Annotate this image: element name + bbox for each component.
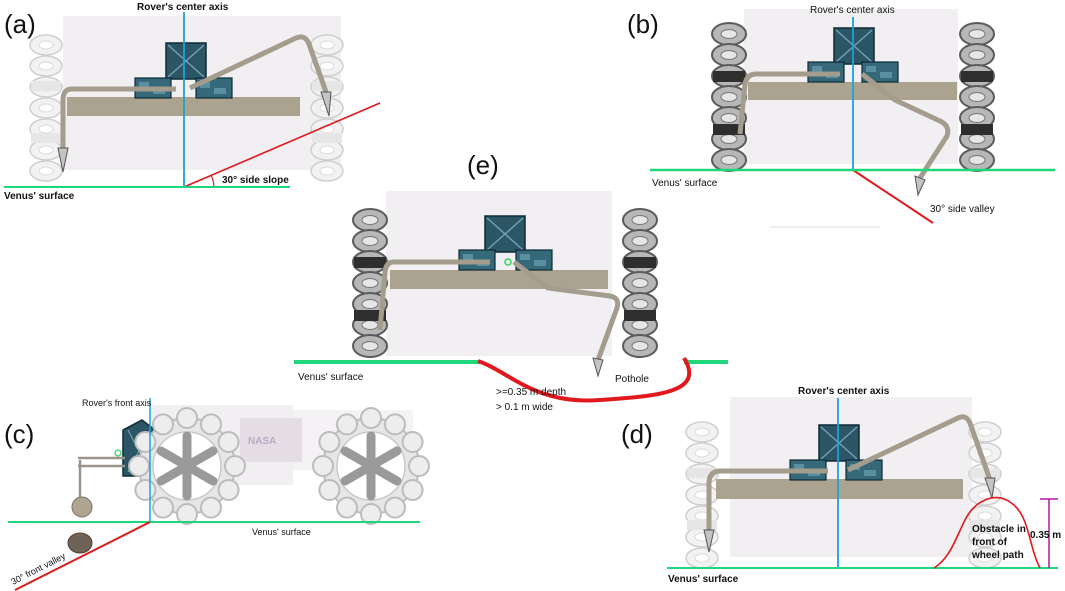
axis-label-b: Rover's center axis (810, 5, 895, 16)
panel-letter-a: (a) (4, 9, 36, 39)
valley-line-b (852, 169, 934, 224)
wheel-left-b (712, 23, 746, 171)
surface-label-c: Venus' surface (252, 527, 311, 537)
rover-deck-d (716, 479, 963, 499)
height-dimension-d (1040, 498, 1058, 568)
probe-ball-upper-c (71, 496, 93, 518)
pothole-outline-e (477, 356, 692, 403)
panel-c: NASA (c) Rover's front axis Venus' surfa… (4, 398, 429, 591)
arm-left-d (706, 468, 828, 530)
pothole-label-e: Pothole (615, 374, 649, 385)
panel-letter-e: (e) (467, 150, 499, 180)
surface-label-e: Venus' surface (298, 372, 364, 383)
panel-letter-c: (c) (4, 419, 34, 449)
panel-e: (e) Venus' surface Pothole >=0.35 m dept… (294, 150, 728, 413)
probe-ball-lower-c (67, 532, 93, 554)
axis-label-d: Rover's center axis (798, 386, 890, 397)
probe-arms-c (78, 456, 125, 500)
panel-d: (d) Rover's center axis Venus' surface O… (621, 386, 1061, 585)
arm-right-e (512, 260, 621, 361)
panel-b: (b) Rover's center axis Venus' surface 3… (627, 5, 1055, 228)
slope-label-a: 30° side slope (222, 175, 289, 186)
wheel-right-b (960, 23, 994, 171)
height-label-d: 0.35 m (1030, 530, 1061, 541)
depth-label-e: >=0.35 m depth (496, 387, 566, 398)
wheel-left-a (30, 35, 62, 181)
valley-line-c (14, 521, 151, 591)
electronics-box-e (484, 215, 526, 253)
probe-right-a (320, 91, 332, 117)
probe-right-e (592, 357, 604, 378)
obstacle-label-line2-d: front of (972, 537, 1008, 548)
arm-left-b (737, 71, 840, 135)
arm-right-d (846, 414, 993, 481)
axis-label-a: Rover's center axis (137, 2, 229, 13)
obstacle-label-line3-d: wheel path (971, 550, 1024, 561)
arm-right-a (188, 34, 329, 93)
axis-label-c: Rover's front axis (82, 398, 152, 408)
arm-left-e (377, 259, 490, 331)
panel-letter-b: (b) (627, 9, 659, 39)
panel-a: (a) Rover's center axis 30° side slope V… (4, 2, 381, 202)
obstacle-outline-d (933, 496, 1041, 569)
slope-angle-arc-a (210, 174, 215, 188)
wheel-right-e (623, 209, 657, 357)
obstacle-label-line1-d: Obstacle in (972, 524, 1026, 535)
probe-left-d (703, 529, 715, 553)
electronics-box-b (833, 27, 875, 65)
valley-label-b: 30° side valley (930, 204, 995, 215)
arm-right-b (860, 72, 951, 180)
panel-letter-d: (d) (621, 419, 653, 449)
slope-line-a (183, 102, 381, 188)
probe-right-d (984, 477, 996, 499)
svg-text:NASA: NASA (248, 436, 276, 447)
surface-label-a: Venus' surface (4, 191, 75, 202)
electronics-box-d (818, 424, 860, 462)
surface-label-d: Venus' surface (668, 574, 739, 585)
electronics-box-a (165, 42, 207, 80)
surface-label-b: Venus' surface (652, 178, 718, 189)
center-marker-e (504, 258, 512, 266)
rover-deck-e (390, 270, 608, 289)
wheel-left-d (686, 422, 718, 568)
probe-right-b (914, 175, 926, 197)
nasa-logo-c: NASA (240, 418, 302, 462)
arm-left-a (60, 86, 176, 148)
width-label-e: > 0.1 m wide (496, 402, 553, 413)
probe-left-a (57, 147, 69, 173)
